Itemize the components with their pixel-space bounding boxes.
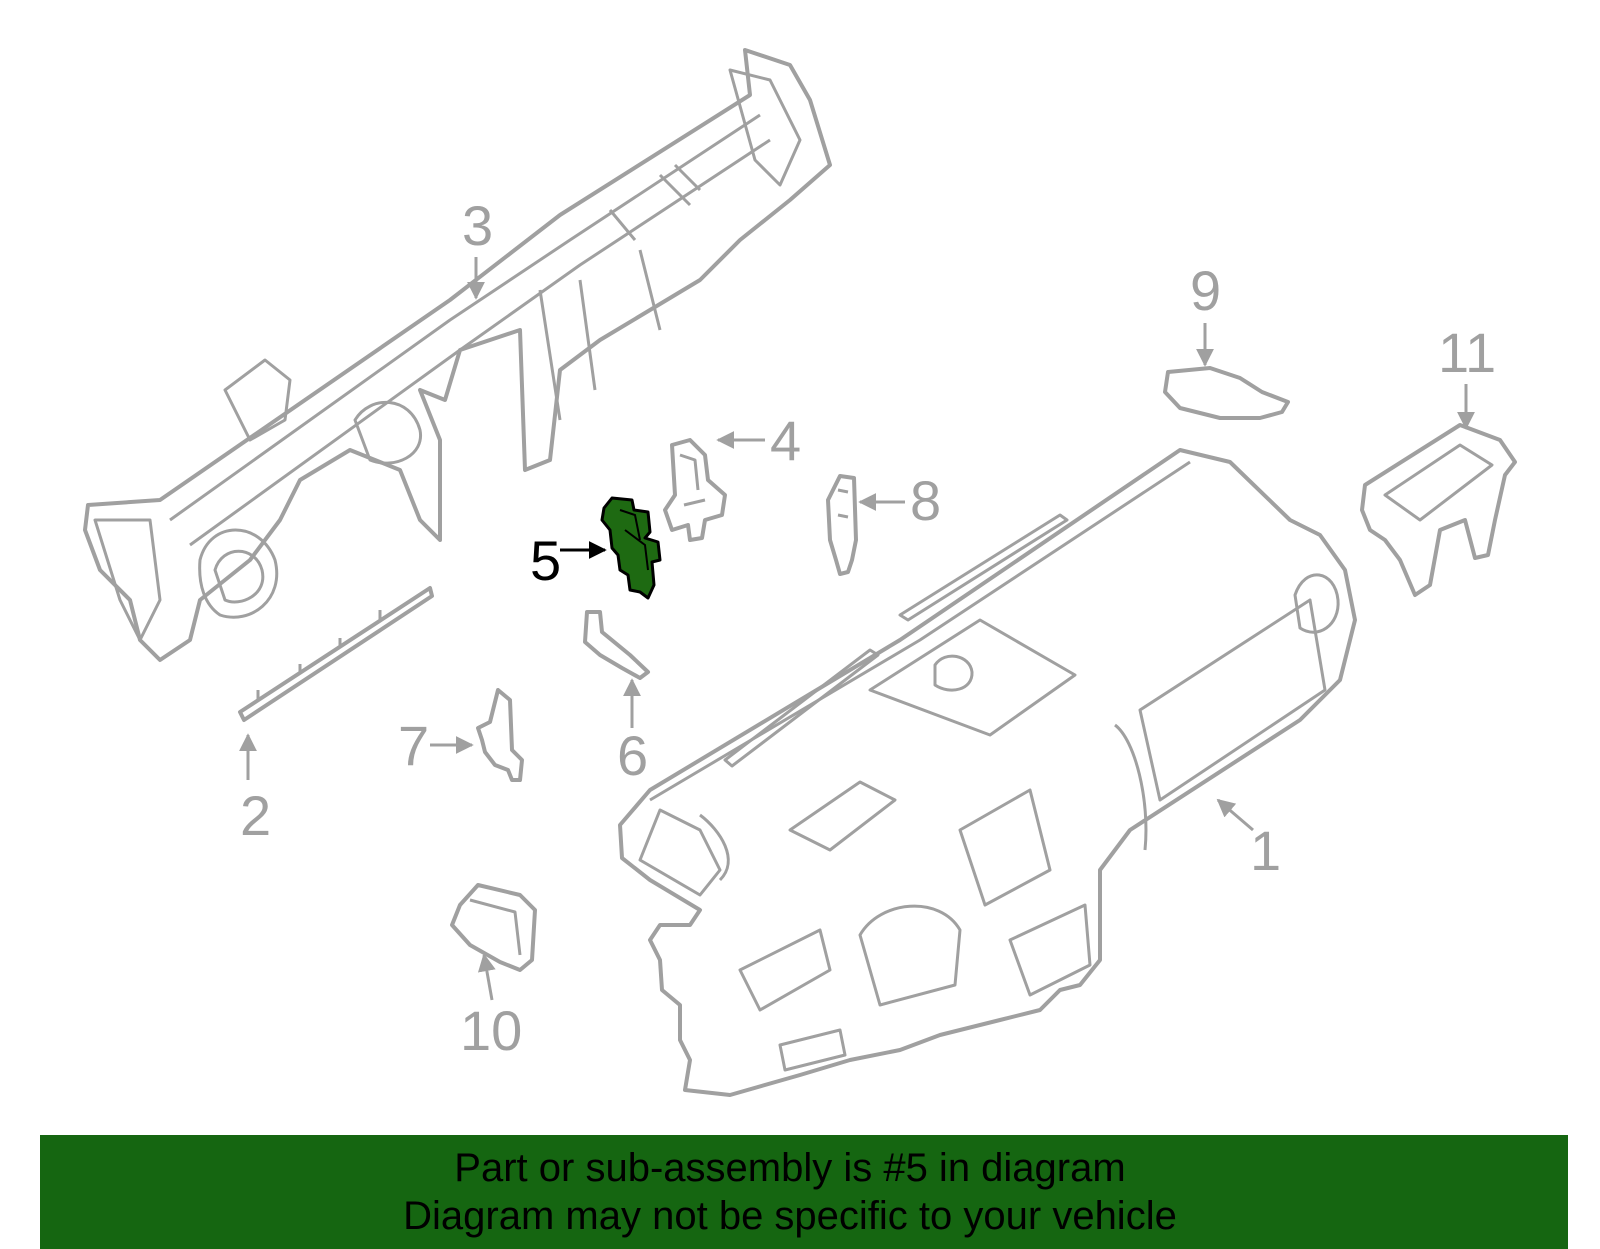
part-3-cross-car-beam: [83, 48, 832, 662]
part-10-trim-piece: [450, 883, 537, 972]
part-9-trim-panel: [1163, 366, 1290, 420]
part-4-bracket: [663, 438, 727, 542]
part-1-instrument-panel: [618, 448, 1357, 1097]
callout-1: 1: [1250, 819, 1281, 882]
part-7-bracket: [476, 688, 524, 782]
callout-8: 8: [910, 469, 941, 532]
callout-11: 11: [1438, 321, 1496, 384]
callout-4: 4: [770, 409, 801, 472]
banner-line-2: Diagram may not be specific to your vehi…: [403, 1194, 1177, 1238]
callout-2: 2: [240, 784, 271, 847]
part-6-small-bracket: [583, 610, 650, 680]
callout-labels: 1 2 3 4 5 6 7 8 9 10 11: [240, 194, 1496, 1062]
part-11-display-module: [1360, 423, 1517, 597]
callout-10: 10: [460, 999, 522, 1062]
callout-3: 3: [462, 194, 493, 257]
banner-line-1: Part or sub-assembly is #5 in diagram: [454, 1146, 1126, 1190]
callout-6: 6: [617, 724, 648, 787]
part-8-bracket: [826, 474, 858, 576]
callout-7: 7: [398, 714, 429, 777]
callout-5: 5: [530, 529, 561, 592]
part-2-trim-strip: [238, 586, 434, 722]
info-banner: Part or sub-assembly is #5 in diagram Di…: [40, 1135, 1568, 1249]
callout-9: 9: [1190, 259, 1221, 322]
exploded-parts-diagram: 1 2 3 4 5 6 7 8 9 10 11: [83, 48, 1517, 1097]
callout-arrows: [239, 257, 1475, 1001]
part-5-highlighted-bracket: [600, 496, 662, 600]
